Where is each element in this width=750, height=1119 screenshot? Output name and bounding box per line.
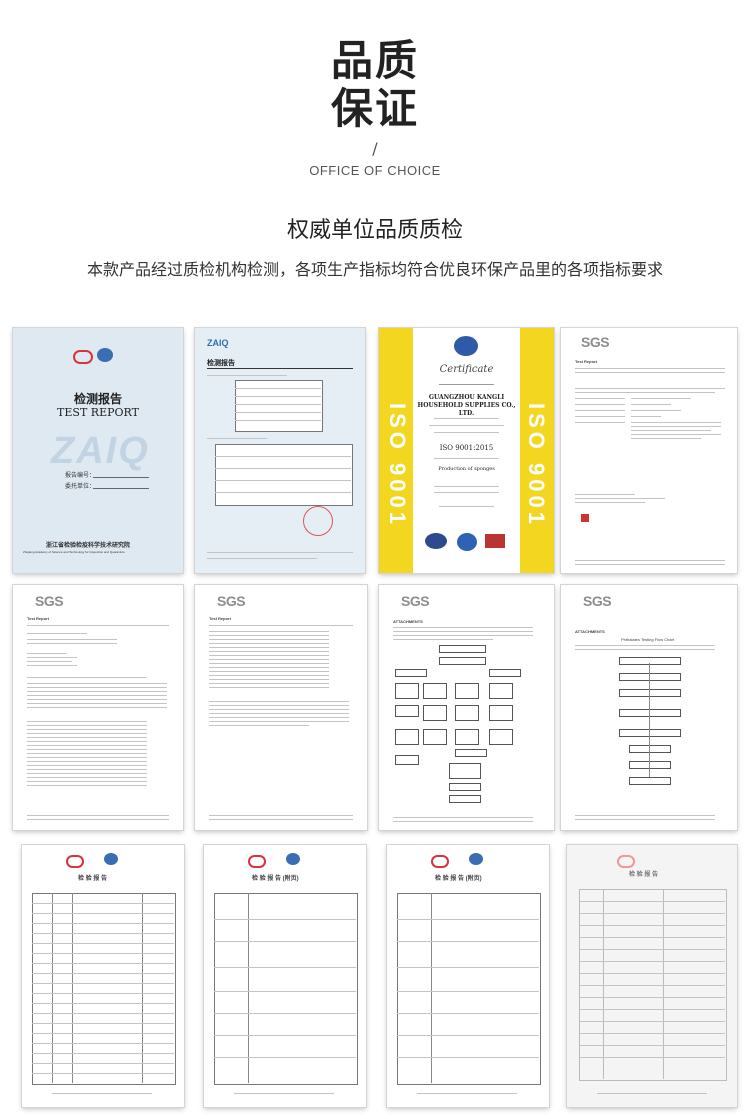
ma-badge [66,855,84,868]
cn-inspection-report-4: 检 验 报 告 [567,845,737,1107]
sgs-report-page-2: SGS Test Report [13,585,183,830]
sgs-report-title: Test Report [209,616,231,621]
subtitle: OFFICE OF CHOICE [309,163,441,178]
iso-side-right: ISO 9001 [524,403,549,528]
sgs-report-title: Test Report [27,616,49,621]
sgs-logo: SGS [217,593,246,609]
iso-heading: Certificate [439,364,494,375]
client-name: 委托单位： [65,484,96,490]
test-report-title-en: TEST REPORT [57,406,139,419]
sgs-logo: SGS [401,593,430,609]
attachments-label: ATTACHMENTS [575,629,605,634]
cnas-badge [286,853,300,865]
test-report-page: ZAIQ 检测报告 [195,328,365,573]
section-title: 权威单位品质质检 [286,218,463,243]
official-seal [303,506,333,536]
institute-name-en: Zhejiang Academy of Science and Technolo… [23,550,125,554]
institute-name-cn: 浙江省检验检疫科学技术研究院 [46,543,131,549]
iso-scope: Production of sponges [438,466,495,472]
sgs-attachment-flowchart-2: SGS ATTACHMENTS Phthalates Testing Flow … [561,585,737,830]
ma-badge [431,855,449,868]
cnas-badge [97,348,113,362]
eacc-emblem [454,336,478,356]
sgs-report-page-3: SGS Test Report [195,585,367,830]
test-report-cover: 检测报告 TEST REPORT ZAIQ 报告编号： 委托单位： 浙江省检验检… [13,328,183,573]
zaiq-watermark: ZAIQ [51,430,150,472]
cn-report-title: 检 验 报 告 [629,872,659,878]
section-description: 本款产品经过质检机构检测，各项生产指标均符合优良环保产品里的各项指标要求 [86,260,663,279]
sgs-logo: SGS [583,593,612,609]
ma-badge [73,350,93,364]
iso-side-left: ISO 9001 [385,403,410,528]
cn-inspection-report-1: 检 验 报 告 [22,845,184,1107]
test-report-page-title: 检测报告 [207,360,235,367]
title-slash: / [372,139,378,158]
cnas-badge [469,853,483,865]
sgs-seal [581,514,589,522]
anab-logo [485,534,505,548]
sgs-report-title: Test Report [575,359,597,364]
sgs-attachment-flowchart-1: SGS ATTACHMENTS [379,585,554,830]
attachments-label: ATTACHMENTS [393,619,423,624]
title-line1: 品质 [330,36,419,85]
report-number: 报告编号： [65,473,96,479]
iso-standard: ISO 9001:2015 [439,444,494,452]
iso-certificate: ISO 9001 ISO 9001 Certificate GUANGZHOU … [379,328,554,573]
sgs-report-page-1: SGS Test Report [561,328,737,573]
iaf-logo [457,533,477,551]
sgs-logo: SGS [35,593,64,609]
cn-report-title: 检 验 报 告 [78,876,108,882]
title-line2: 保证 [330,84,419,133]
cn-report-cont-title: 检 验 报 告 (附页) [435,876,482,882]
sgs-logo: SGS [581,334,610,350]
cnas-badge [104,853,118,865]
cn-inspection-report-3: 检 验 报 告 (附页) [387,845,549,1107]
iso-company: GUANGZHOU KANGLI HOUSEHOLD SUPPLIES CO.,… [417,394,516,417]
zaiq-logo: ZAIQ [207,338,229,348]
cn-inspection-report-2: 检 验 报 告 (附页) [204,845,366,1107]
phthalates-flow-title: Phthalates Testing Flow Chart [621,637,675,642]
cn-report-cont-title: 检 验 报 告 (附页) [252,876,299,882]
ma-badge [617,855,635,868]
test-report-title-cn: 检测报告 [73,392,122,406]
eacc-logo [425,533,447,549]
ma-badge [248,855,266,868]
